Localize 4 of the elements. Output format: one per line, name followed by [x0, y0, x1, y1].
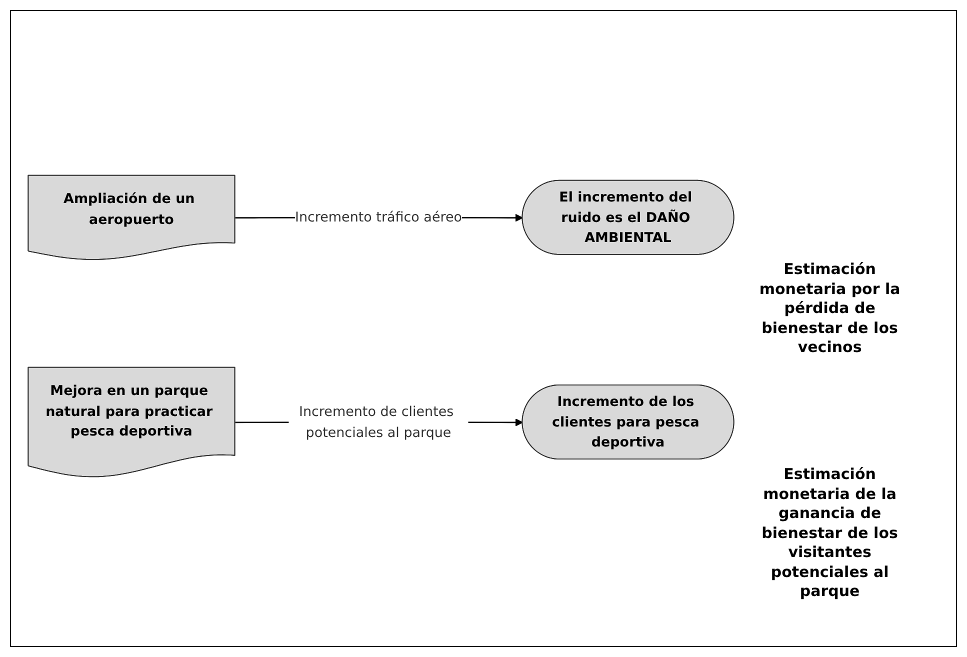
annotation-text: Estimación monetaria de la ganancia de bienestar de los visitantes potenciales al parque — [760, 465, 899, 602]
edge-label: Incremento de clientes potenciales al parque — [299, 404, 454, 440]
annotation-text: Estimación monetaria por la pérdida de bienestar de los vecinos — [758, 260, 902, 358]
edge-label: Incremento tráfico aéreo — [294, 209, 462, 226]
